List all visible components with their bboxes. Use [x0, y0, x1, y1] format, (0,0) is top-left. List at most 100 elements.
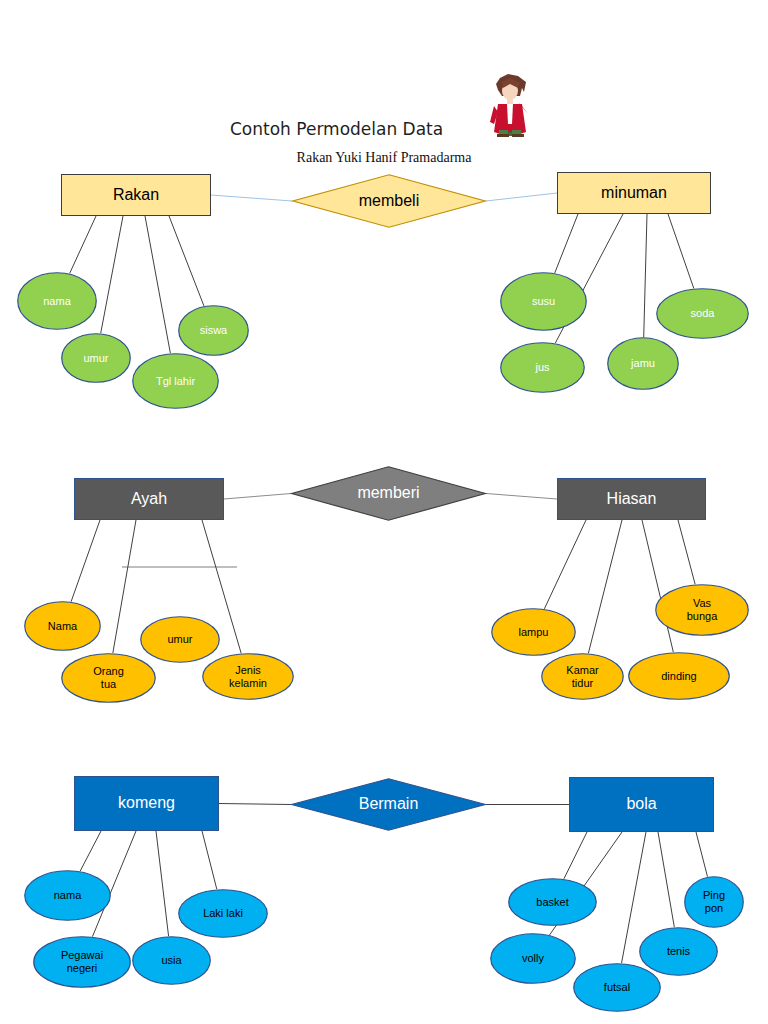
stray-line	[122, 567, 237, 568]
ellipse-shape	[542, 654, 624, 700]
connector-line	[145, 216, 170, 353]
relationship-diamond: membeli	[292, 174, 486, 228]
node-label: membeli	[359, 192, 419, 210]
ellipse-shape	[491, 934, 576, 984]
ellipse-shape	[25, 602, 101, 651]
node-label: jamu	[631, 357, 655, 370]
ellipse-shape	[18, 273, 97, 330]
node-label: basket	[536, 896, 568, 909]
entity-box: minuman	[557, 172, 711, 214]
author-name: Rakan Yuki Hanif Pramadarma	[297, 150, 472, 166]
attribute-ellipse: volly	[490, 933, 576, 984]
node-label: usia	[161, 954, 181, 967]
entity-box: Ayah	[74, 478, 224, 520]
node-label: soda	[691, 307, 715, 320]
node-label: Pegawai negeri	[55, 949, 109, 974]
attribute-ellipse: siswa	[178, 305, 249, 356]
node-label: umur	[83, 352, 108, 365]
ellipse-shape	[62, 334, 131, 383]
connector-line	[219, 804, 291, 805]
connector-line	[668, 214, 694, 288]
node-label: dinding	[661, 670, 696, 683]
node-label: Tgl lahir	[156, 375, 195, 388]
ellipse-shape	[25, 871, 111, 921]
attribute-ellipse: basket	[508, 878, 597, 926]
connector-line	[658, 832, 674, 927]
connector-line	[202, 831, 217, 889]
node-label: Laki laki	[203, 907, 243, 920]
attribute-ellipse: Pegawai negeri	[33, 936, 131, 988]
ellipse-shape	[179, 890, 268, 938]
diagram-title: Contoh Permodelan Data	[230, 119, 443, 139]
shoe	[497, 134, 509, 137]
ellipse-shape	[179, 306, 249, 356]
node-label: komeng	[118, 794, 175, 812]
attribute-ellipse: Kamar tidur	[541, 653, 624, 700]
connector-line	[644, 214, 647, 337]
connector-line	[211, 195, 292, 201]
node-label: Bermain	[359, 795, 419, 813]
attribute-ellipse: nama	[24, 870, 111, 921]
ellipse-shape	[501, 273, 587, 331]
node-label: tenis	[667, 945, 690, 958]
node-label: jus	[535, 361, 549, 374]
attribute-ellipse: nama	[17, 272, 97, 330]
attribute-ellipse: usia	[132, 936, 211, 985]
connector-line	[224, 494, 291, 500]
ellipse-shape	[62, 654, 156, 703]
attribute-ellipse: umur	[61, 333, 131, 383]
ellipse-shape	[492, 609, 576, 656]
node-label: siswa	[200, 324, 228, 337]
attribute-ellipse: Ping pon	[684, 876, 744, 928]
shirt	[507, 104, 513, 124]
fringe	[502, 78, 520, 88]
connector-line	[486, 804, 569, 805]
connector-line	[113, 520, 136, 653]
node-label: Ping pon	[697, 889, 731, 914]
node-label: futsal	[604, 981, 630, 994]
ellipse-shape	[657, 289, 749, 339]
connector-line	[101, 216, 123, 333]
arm	[490, 106, 498, 124]
arm	[518, 102, 528, 114]
shoe	[512, 134, 524, 137]
attribute-ellipse: Nama	[24, 601, 101, 651]
ellipse-shape	[133, 937, 211, 985]
connector-line	[486, 494, 557, 500]
attribute-ellipse: lampu	[491, 608, 576, 656]
node-label: Nama	[48, 620, 77, 633]
relationship-diamond: Bermain	[291, 778, 486, 831]
jacket	[494, 104, 526, 134]
node-label: memberi	[357, 484, 419, 502]
connector-line	[678, 520, 695, 584]
connector-line	[696, 832, 707, 877]
node-label: Rakan	[113, 186, 159, 204]
ellipse-shape	[656, 585, 749, 636]
node-label: Hiasan	[607, 490, 657, 508]
node-label: susu	[532, 295, 555, 308]
ellipse-shape	[34, 937, 131, 988]
neck	[507, 99, 513, 104]
node-label: Orang tua	[87, 665, 131, 690]
attribute-ellipse: Laki laki	[178, 889, 268, 938]
attribute-ellipse: jamu	[607, 337, 679, 390]
node-label: minuman	[601, 184, 667, 202]
diamond-shape	[293, 175, 486, 228]
ellipse-shape	[141, 617, 220, 663]
diamond-shape	[292, 467, 486, 521]
entity-box: Hiasan	[557, 478, 706, 520]
connector-line	[642, 520, 673, 652]
attribute-ellipse: soda	[656, 288, 749, 339]
ellipse-shape	[133, 354, 219, 409]
attribute-ellipse: jus	[500, 342, 585, 393]
connector-line	[71, 520, 100, 602]
connector-line	[564, 832, 587, 879]
diamond-shape	[292, 779, 486, 831]
connector-line	[588, 520, 622, 653]
connector-line	[555, 214, 578, 273]
node-label: bola	[626, 795, 656, 813]
ellipse-shape	[685, 877, 744, 928]
node-label: Kamar tidur	[561, 664, 605, 689]
attribute-ellipse: umur	[140, 616, 220, 663]
connector-line	[70, 216, 96, 273]
